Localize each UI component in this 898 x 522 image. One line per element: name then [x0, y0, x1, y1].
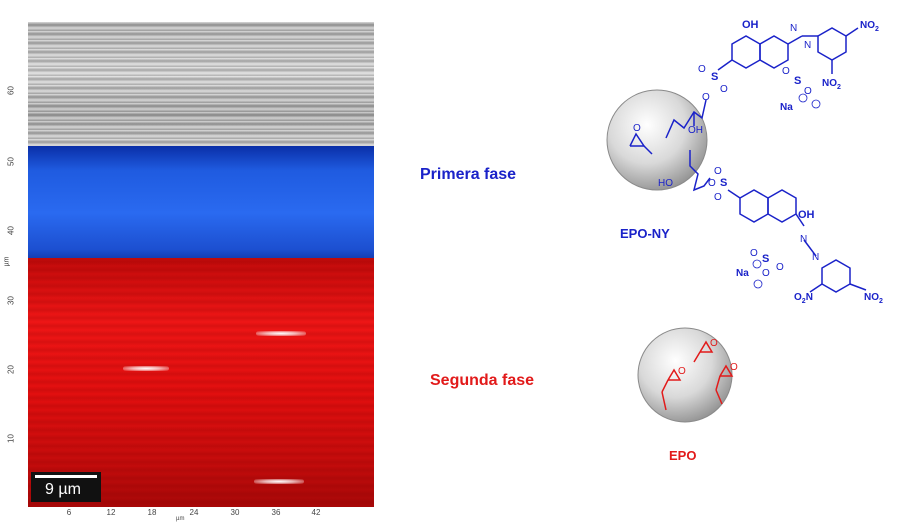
second-phase-layer	[28, 258, 374, 507]
y-tick: 10	[6, 434, 16, 443]
lower-sulfonate-s: S	[762, 253, 769, 265]
epo-oxygen-1: O	[710, 338, 718, 349]
epo-epoxides	[661, 340, 734, 411]
y-axis-label: µm	[3, 256, 11, 267]
upper-ester-o: O	[702, 92, 710, 103]
lower-negative-charge	[753, 279, 763, 289]
epoxide-group	[629, 132, 653, 155]
epo-label: EPO	[669, 448, 696, 463]
raman-map-image: 9 µm	[28, 22, 374, 507]
x-tick: 18	[147, 508, 157, 517]
upper-azo-n2: N	[804, 40, 811, 51]
lower-sulfonate-o1: O	[750, 248, 758, 259]
x-tick: 36	[271, 508, 281, 517]
top-gray-layer	[28, 22, 374, 152]
upper-sulfonate-s: S	[794, 75, 801, 87]
lower-sodium: Na	[736, 268, 749, 279]
first-phase-layer	[28, 146, 374, 268]
scale-bar-box: 9 µm	[31, 472, 101, 502]
x-tick: 12	[106, 508, 116, 517]
lower-no2-para: NO2	[864, 292, 883, 305]
lower-ho: HO	[658, 178, 673, 189]
upper-no2-ortho: NO2	[822, 78, 841, 91]
lower-o2n: O2N	[794, 292, 813, 305]
scale-bar-label: 9 µm	[45, 481, 81, 498]
upper-sulfonate-o: O	[782, 66, 790, 77]
epo-oxygen-3: O	[730, 362, 738, 373]
y-tick: 50	[6, 157, 16, 166]
upper-sulfonyl-o1: O	[698, 64, 706, 75]
y-tick: 20	[6, 365, 16, 374]
epoxide-oxygen: O	[633, 123, 641, 134]
epo-ny-particle	[606, 89, 708, 191]
upper-sulfonate-o2: O	[804, 86, 812, 97]
scale-bar	[35, 475, 97, 478]
epo-ny-label: EPO-NY	[620, 226, 670, 241]
x-tick: 6	[66, 508, 72, 517]
y-tick: 60	[6, 86, 16, 95]
y-tick: 30	[6, 296, 16, 305]
lower-sulfonyl-o1: O	[714, 166, 722, 177]
upper-positive-charge	[798, 93, 808, 103]
upper-oh: OH	[688, 125, 703, 136]
lower-azo-n1: N	[800, 234, 807, 245]
raman-map-panel: 9 µm 60 50 40 30 20 10 µm 6 12 18 24 30 …	[0, 0, 400, 522]
lower-positive-charge	[752, 259, 762, 269]
x-axis-label: µm	[176, 516, 185, 522]
upper-azo-n1: N	[790, 23, 797, 34]
bright-streak	[254, 479, 304, 484]
lower-ester-o: O	[708, 178, 716, 189]
lower-sulfonate-o3: O	[762, 268, 770, 279]
bright-streak	[256, 331, 306, 336]
second-phase-label: Segunda fase	[430, 372, 535, 389]
bright-streak	[123, 366, 169, 371]
x-tick: 30	[230, 508, 240, 517]
y-tick: 40	[6, 226, 16, 235]
lower-naphthol-oh: OH	[798, 209, 815, 221]
upper-negative-charge	[811, 99, 821, 109]
upper-naphthalene	[717, 27, 859, 74]
lower-sulfonyl-s: S	[720, 177, 727, 189]
lower-sulfonate-o2: O	[776, 262, 784, 273]
lower-azo-n2: N	[812, 252, 819, 263]
x-tick: 42	[311, 508, 321, 517]
first-phase-label: Primera fase	[420, 166, 517, 183]
epo-oxygen-2: O	[678, 366, 686, 377]
upper-sodium: Na	[780, 102, 793, 113]
chemical-structures: O OH S O O O OH N N NO2 NO2 S O O Na HO …	[606, 19, 883, 463]
upper-sulfonyl-o2: O	[720, 84, 728, 95]
upper-no2-para: NO2	[860, 20, 879, 33]
upper-naphthol-oh: OH	[742, 19, 759, 31]
x-tick: 24	[189, 508, 199, 517]
lower-linker	[689, 150, 711, 192]
lower-sulfonyl-o2: O	[714, 192, 722, 203]
lower-naphthalene	[727, 189, 867, 293]
upper-linker	[665, 99, 707, 139]
upper-sulfonyl-s: S	[711, 71, 718, 83]
